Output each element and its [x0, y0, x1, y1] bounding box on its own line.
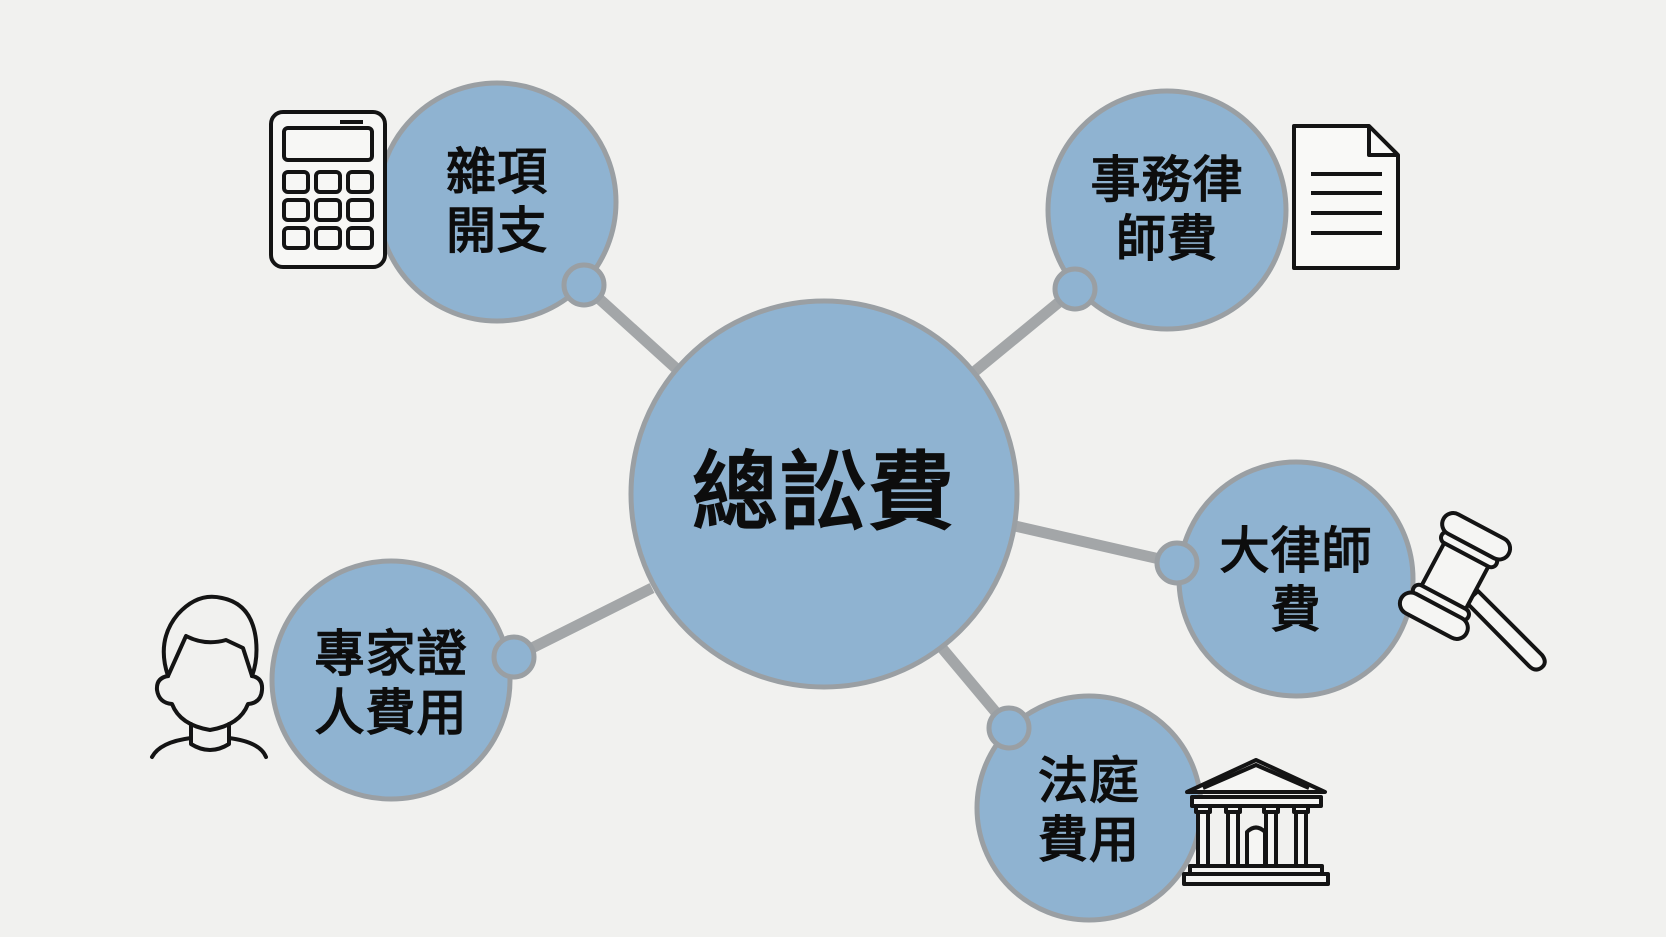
node-expert[interactable] [269, 558, 513, 802]
connector-expert [511, 583, 655, 662]
knob-barrister [1154, 540, 1200, 586]
hub-node[interactable] [628, 298, 1020, 690]
knob-solicitor [1052, 266, 1098, 312]
courthouse-icon [1182, 758, 1330, 886]
gavel-icon [1397, 511, 1547, 672]
person-icon [150, 594, 268, 759]
document-icon [1292, 124, 1400, 270]
knob-court [986, 705, 1032, 751]
knob-expert [491, 634, 537, 680]
node-barrister[interactable] [1176, 459, 1416, 699]
connector-barrister [1013, 520, 1179, 569]
calculator-icon [269, 110, 387, 269]
knob-misc [561, 262, 607, 308]
node-solicitor[interactable] [1045, 88, 1289, 332]
